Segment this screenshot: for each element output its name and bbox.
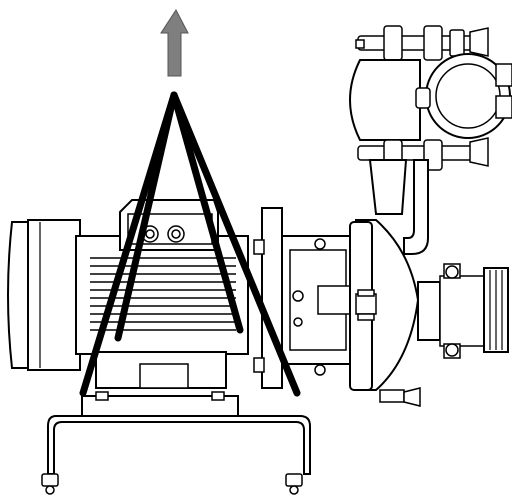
base-frame bbox=[41, 391, 311, 495]
adapter-lantern bbox=[253, 207, 357, 389]
lift-arrow-shape bbox=[160, 9, 189, 77]
pump-casing bbox=[349, 219, 421, 407]
cooling-fins bbox=[90, 257, 236, 331]
inlet-manifold bbox=[349, 25, 512, 255]
lifting-sling bbox=[79, 91, 301, 397]
lift-arrow-icon bbox=[160, 9, 189, 77]
outlet-coupling bbox=[417, 263, 509, 359]
